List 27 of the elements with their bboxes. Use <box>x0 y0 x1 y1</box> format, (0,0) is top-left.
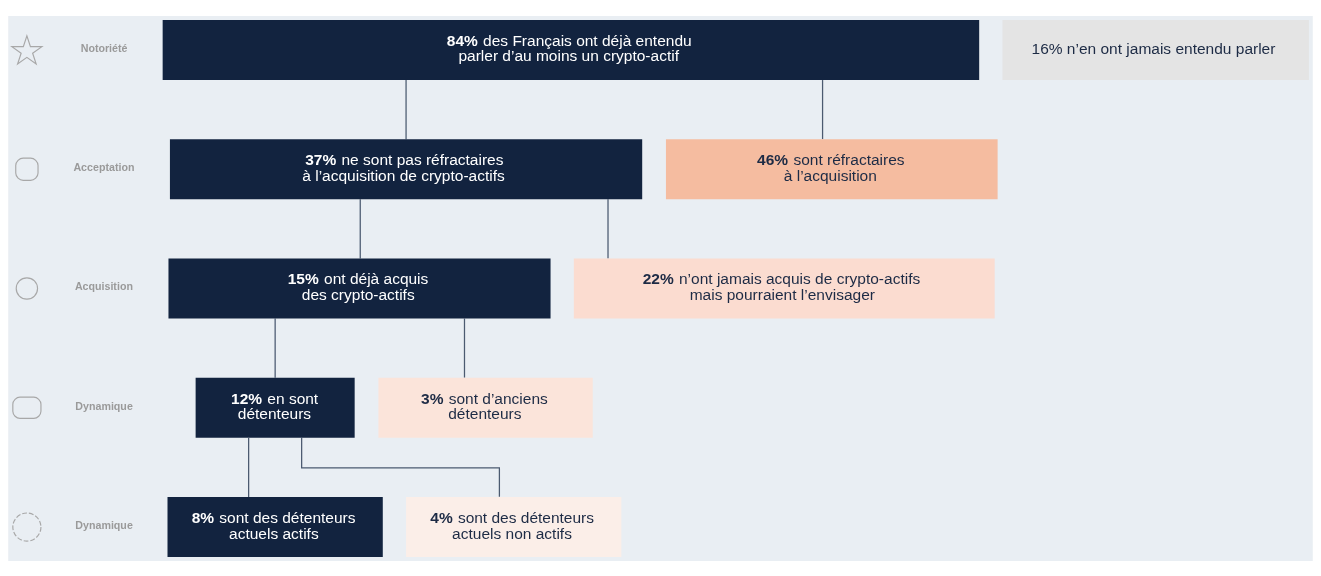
connector <box>248 436 250 498</box>
label: Notoriété <box>80 41 128 54</box>
connector <box>607 198 609 259</box>
node-box: 8% sont des détenteurs actuels actifs <box>167 496 383 557</box>
label: Acceptation <box>73 160 135 173</box>
node-box: 3% sont d’anciens détenteurs <box>378 377 593 438</box>
label: Acquisition <box>74 279 133 292</box>
node-box: 46% sont réfractaires à l’acquisition <box>665 138 998 199</box>
connector <box>405 78 407 140</box>
node-box: 37% ne sont pas réfractaires à l’acquisition de crypto-actifs <box>169 138 643 199</box>
node-box: 84% des Français ont déjà entendu parler d’au moins un crypto-actif <box>162 19 980 80</box>
node-star <box>10 33 44 65</box>
connector <box>359 198 361 259</box>
connector <box>463 317 466 378</box>
node-circle <box>15 276 39 300</box>
node-box <box>15 157 39 181</box>
connector <box>301 436 501 497</box>
node-box: 12% en sont détenteurs <box>195 377 355 438</box>
node-circle <box>12 511 42 542</box>
label: Dynamique <box>75 518 133 531</box>
connector <box>274 317 276 378</box>
node-box: 22% n’ont jamais acquis de crypto-actifs mais pourraient l’envisager <box>573 257 995 319</box>
connector <box>821 78 824 140</box>
node-box <box>12 396 42 419</box>
node-box: 15% ont déjà acquis des crypto-actifs <box>168 257 551 319</box>
node-box: 4% sont des détenteurs actuels non actifs <box>406 496 622 557</box>
label: Dynamique <box>75 399 133 412</box>
